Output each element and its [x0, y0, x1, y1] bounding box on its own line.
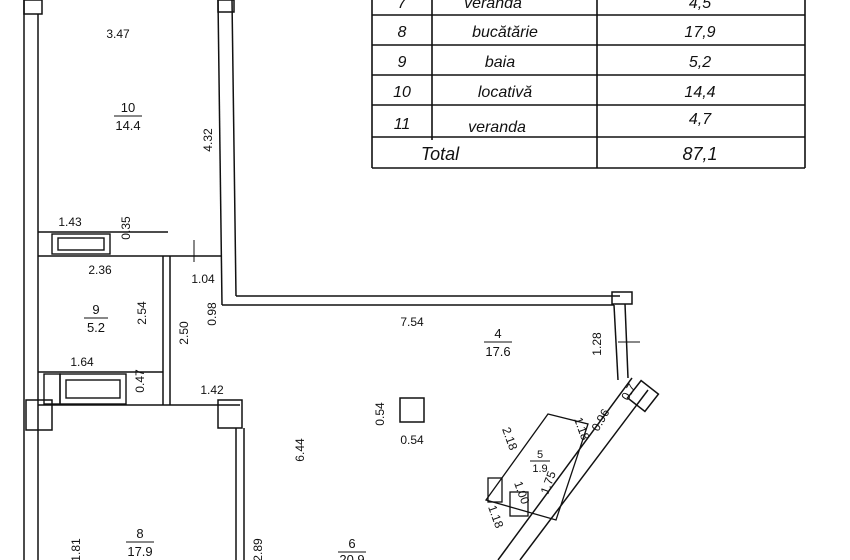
- dimension-labels: 3.47 4.32 1.43 0.35 2.36 1.04 0.98 2.54 …: [58, 27, 639, 560]
- room-area: 14.4: [115, 118, 140, 133]
- dimension-label: 4.32: [201, 128, 215, 152]
- room-name: veranda: [468, 119, 526, 136]
- dimension-label: 2.36: [88, 263, 112, 277]
- room-5-outline: [484, 413, 589, 521]
- row-number: 11: [394, 116, 411, 133]
- row-number: 8: [398, 24, 407, 41]
- total-value: 87,1: [682, 144, 717, 164]
- room-name: veranda: [464, 0, 522, 12]
- dimension-label: 1.64: [70, 355, 94, 369]
- walls: [23, 0, 660, 560]
- area-table: [371, 0, 806, 169]
- dimension-label: 1.28: [590, 332, 604, 356]
- dimension-label: 0.54: [400, 433, 424, 447]
- room-area: 4,7: [689, 111, 712, 128]
- dimension-label: 1.43: [58, 215, 82, 229]
- room-labels: 10 14.4 9 5.2 4 17.6 5 1.9 8 17.9 6 20.9: [84, 100, 550, 560]
- dimension-label: 2.18: [499, 425, 520, 452]
- dimension-label: 2.89: [251, 538, 265, 560]
- room-number: 8: [136, 526, 143, 541]
- dimension-label: 0.7: [618, 381, 639, 403]
- dimension-lines: [169, 240, 640, 406]
- dimension-label: 0.54: [373, 402, 387, 426]
- dimension-label: 1.04: [191, 272, 215, 286]
- dimension-label: 2.54: [135, 301, 149, 325]
- room-area: 5.2: [87, 320, 105, 335]
- room-name: locativă: [478, 84, 532, 101]
- room-number: 5: [537, 449, 543, 461]
- room-area: 17.9: [127, 544, 152, 559]
- room-number: 9: [92, 302, 99, 317]
- dimension-label: 1.18: [485, 503, 506, 530]
- room-number: 10: [121, 100, 135, 115]
- area-table-text: 7 veranda 4,5 8 bucătărie 17,9 9 baia 5,…: [393, 0, 717, 164]
- room-area: 14,4: [684, 84, 715, 101]
- dimension-label: 0.98: [205, 302, 219, 326]
- dimension-label: 0.47: [133, 369, 147, 393]
- room-number: 6: [348, 536, 355, 551]
- total-label: Total: [421, 144, 460, 164]
- windows: [43, 233, 127, 405]
- dimension-label: 3.47: [106, 27, 130, 41]
- room-name: bucătărie: [472, 24, 538, 41]
- column: [399, 397, 425, 423]
- dimension-label: 0.35: [119, 216, 133, 240]
- room-area: 20.9: [339, 552, 364, 560]
- dimension-label: 7.54: [400, 315, 424, 329]
- room-area: 17.6: [485, 344, 510, 359]
- room-name: baia: [485, 54, 515, 71]
- dimension-label: 6.44: [293, 438, 307, 462]
- room-area: 1.9: [532, 463, 547, 475]
- dimension-label: 1.81: [69, 538, 83, 560]
- dimension-label: 2.50: [177, 321, 191, 345]
- room-area: 4,5: [689, 0, 711, 12]
- row-number: 7: [398, 0, 408, 12]
- row-number: 10: [393, 84, 411, 101]
- room-number: 4: [494, 326, 501, 341]
- dimension-label: 1.00: [511, 479, 532, 506]
- dimension-label: 1.42: [200, 383, 224, 397]
- row-number: 9: [398, 54, 407, 71]
- room-area: 17,9: [684, 24, 715, 41]
- dimension-label: 1.18: [571, 415, 592, 442]
- room-area: 5,2: [689, 54, 711, 71]
